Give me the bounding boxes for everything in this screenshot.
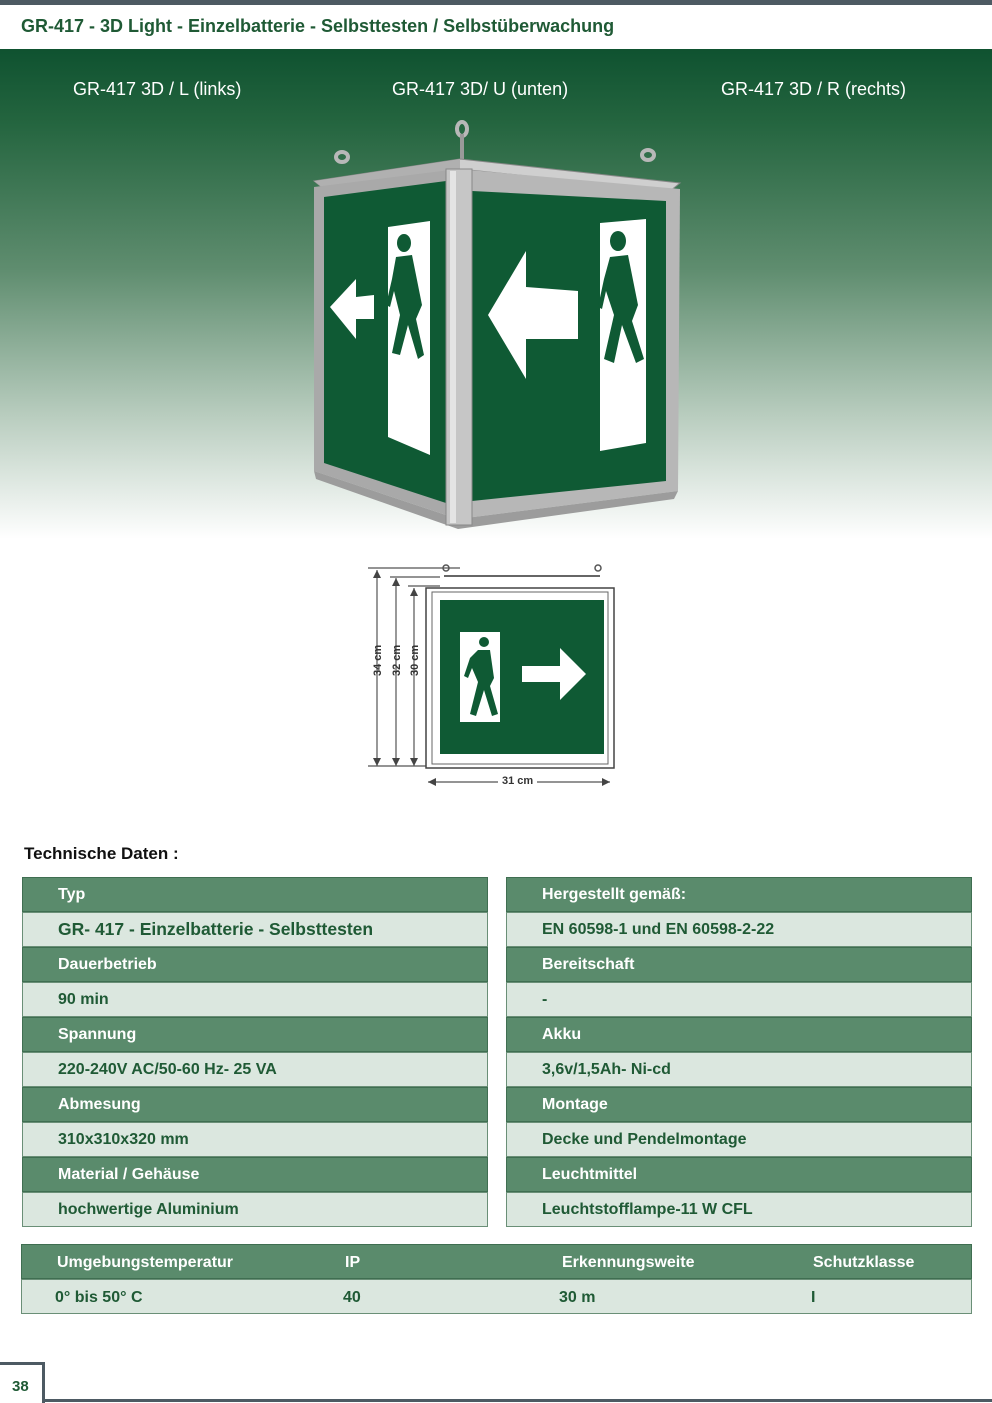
spec-value: 90 min — [22, 982, 488, 1017]
dimension-31cm-label: 31 cm — [498, 775, 538, 787]
dimension-32cm-label: 32 cm — [391, 644, 403, 676]
value-ambient-temperature: 0° bis 50° C — [55, 1289, 143, 1306]
environment-header-row: Umgebungstemperatur IP Erkennungsweite S… — [21, 1244, 972, 1279]
spec-label: Akku — [506, 1017, 972, 1052]
dimension-diagram — [368, 564, 615, 786]
spec-value: hochwertige Aluminium — [22, 1192, 488, 1227]
value-recognition-distance: 30 m — [559, 1289, 596, 1306]
spec-label: Leuchtmittel — [506, 1157, 972, 1192]
spec-table-right: Hergestellt gemäß: EN 60598-1 und EN 605… — [506, 877, 972, 1227]
variant-left-label: GR-417 3D / L (links) — [73, 79, 242, 99]
spec-value: - — [506, 982, 972, 1017]
spec-value: 3,6v/1,5Ah- Ni-cd — [506, 1052, 972, 1087]
page-number: 38 — [12, 1378, 29, 1395]
page-number-box: 38 — [0, 1362, 45, 1403]
spec-label: Hergestellt gemäß: — [506, 877, 972, 912]
dimension-30cm-label: 30 cm — [409, 644, 421, 676]
page-header: GR-417 - 3D Light - Einzelbatterie - Sel… — [0, 5, 992, 49]
spec-label: Material / Gehäuse — [22, 1157, 488, 1192]
spec-value: 220-240V AC/50-60 Hz- 25 VA — [22, 1052, 488, 1087]
spec-table-left: Typ GR- 417 - Einzelbatterie - Selbsttes… — [22, 877, 488, 1227]
spec-label: Spannung — [22, 1017, 488, 1052]
spec-label: Abmesung — [22, 1087, 488, 1122]
page-title: GR-417 - 3D Light - Einzelbatterie - Sel… — [21, 16, 615, 36]
environment-value-row: 0° bis 50° C 40 30 m I — [21, 1279, 972, 1314]
footer-line — [45, 1399, 992, 1402]
header-recognition-distance: Erkennungsweite — [562, 1254, 695, 1271]
top-border — [0, 0, 992, 5]
variant-down-label: GR-417 3D/ U (unten) — [392, 79, 569, 99]
exit-sign-cube-image — [312, 120, 682, 529]
spec-value: 310x310x320 mm — [22, 1122, 488, 1157]
spec-value: Decke und Pendelmontage — [506, 1122, 972, 1157]
header-ambient-temperature: Umgebungstemperatur — [57, 1254, 234, 1271]
spec-value: GR- 417 - Einzelbatterie - Selbsttesten — [22, 912, 488, 947]
header-protection-class: Schutzklasse — [813, 1254, 915, 1271]
spec-label: Typ — [22, 877, 488, 912]
section-title: Technische Daten : — [24, 844, 179, 863]
dimension-34cm-label: 34 cm — [372, 644, 384, 676]
spec-value: EN 60598-1 und EN 60598-2-22 — [506, 912, 972, 947]
spec-label: Montage — [506, 1087, 972, 1122]
variant-right-label: GR-417 3D / R (rechts) — [721, 79, 907, 99]
spec-label: Bereitschaft — [506, 947, 972, 982]
value-protection-class: I — [811, 1289, 816, 1306]
header-ip: IP — [345, 1254, 361, 1271]
value-ip: 40 — [343, 1289, 361, 1306]
spec-label: Dauerbetrieb — [22, 947, 488, 982]
product-hero: GR-417 3D / L (links) GR-417 3D/ U (unte… — [0, 49, 992, 539]
spec-value: Leuchtstofflampe-11 W CFL — [506, 1192, 972, 1227]
environment-table: Umgebungstemperatur IP Erkennungsweite S… — [21, 1244, 972, 1314]
